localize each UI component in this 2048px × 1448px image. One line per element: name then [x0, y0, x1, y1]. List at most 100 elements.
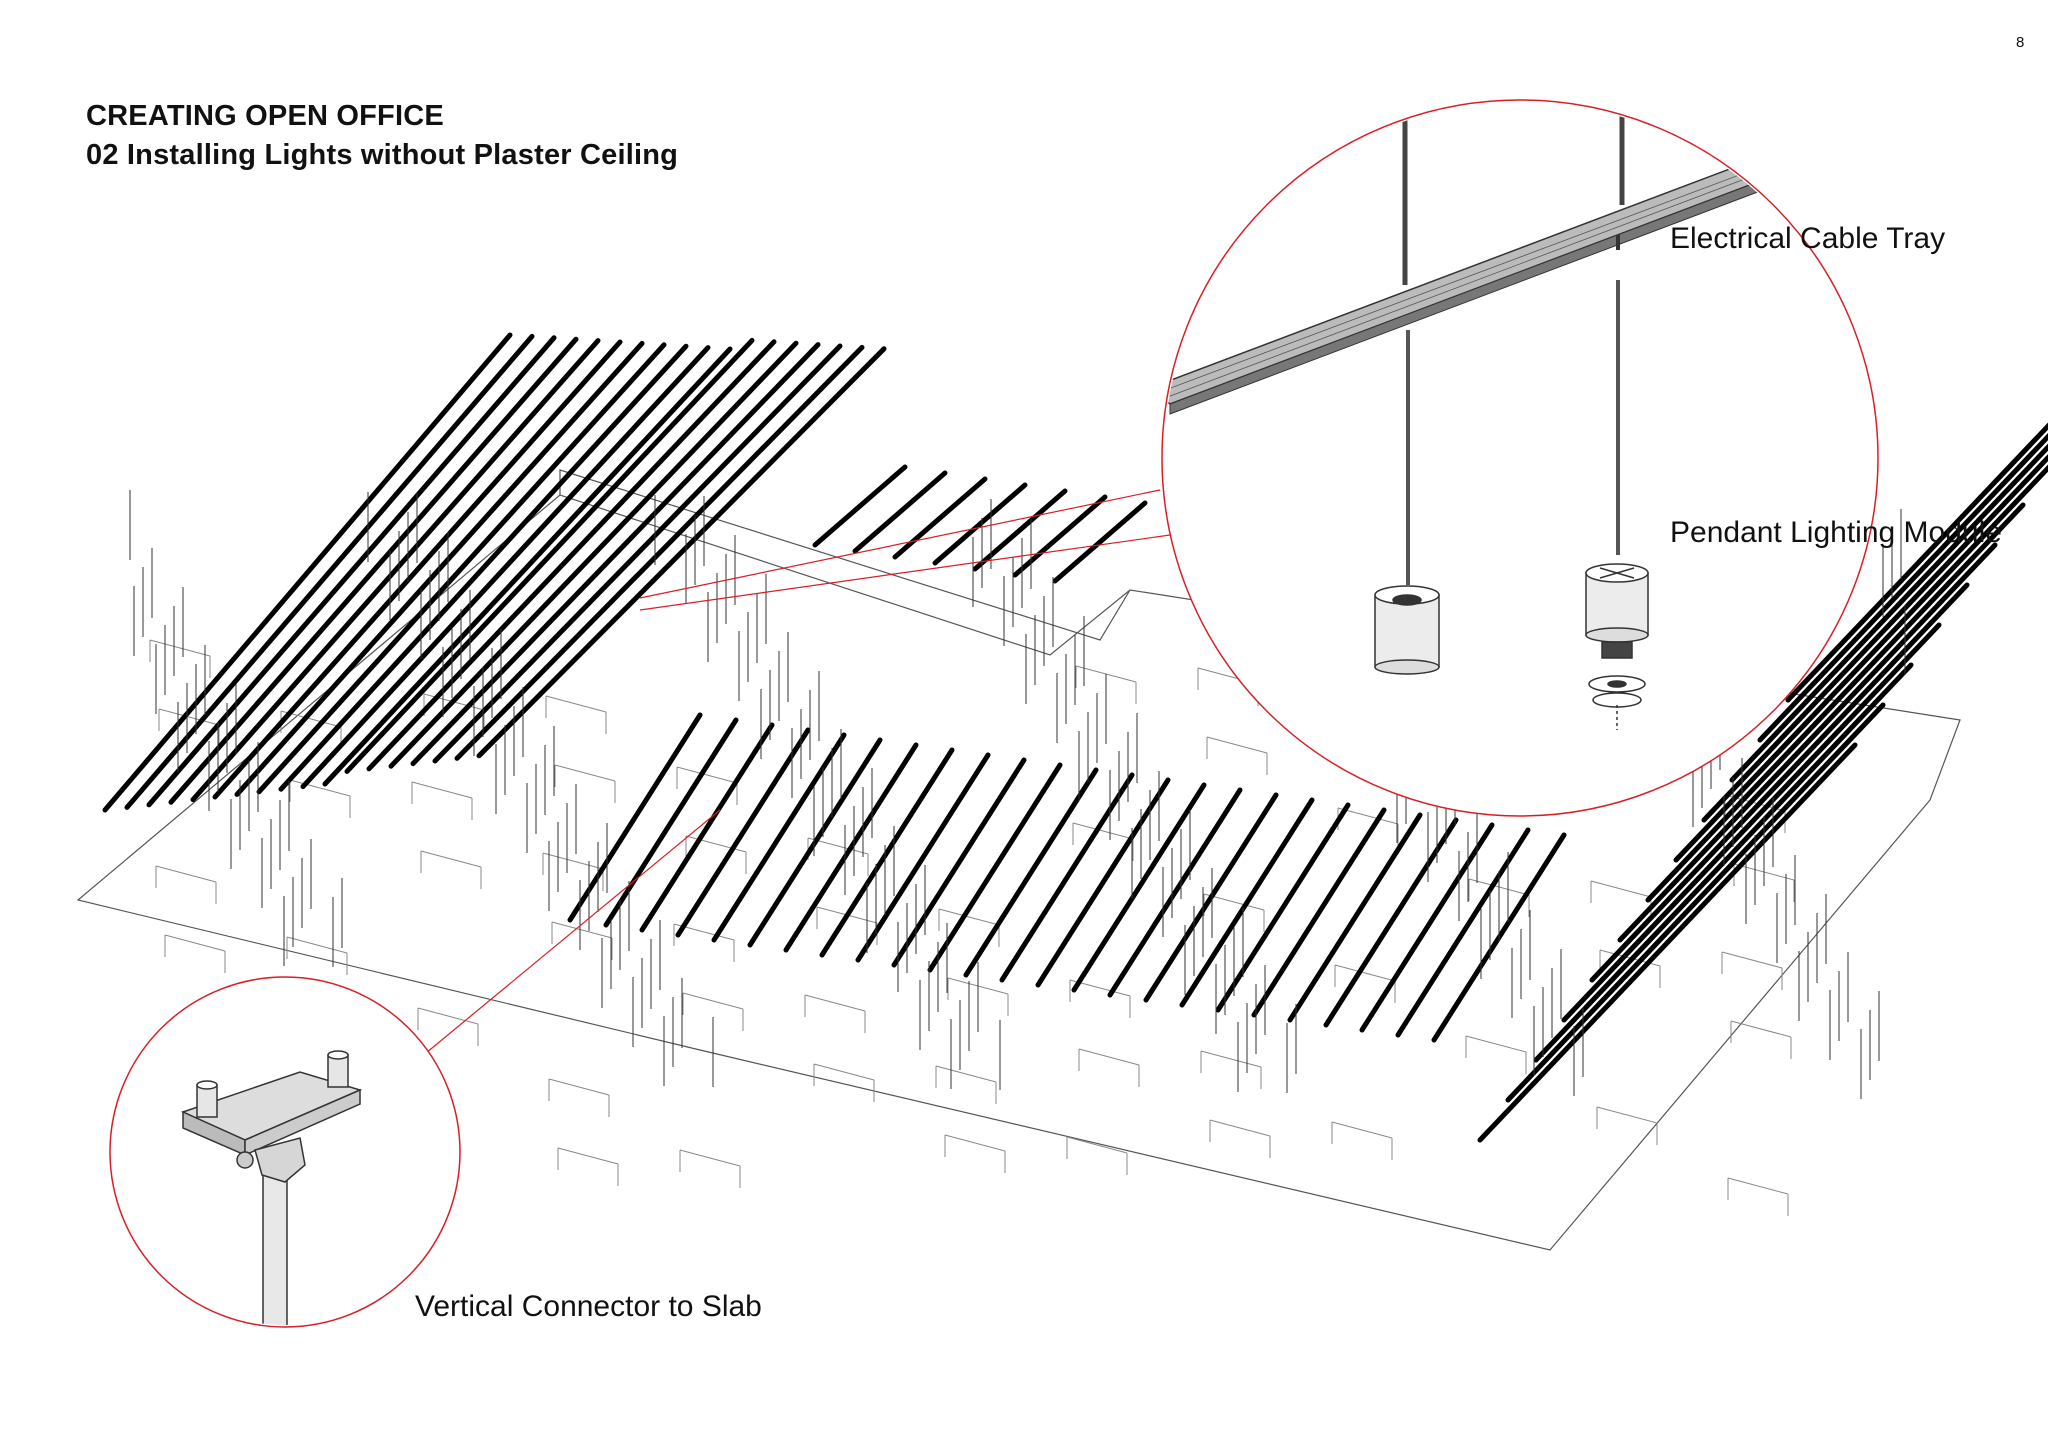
desk-edge — [1590, 880, 1652, 898]
light-rod — [1645, 502, 2026, 903]
desk-edge — [1078, 1048, 1140, 1066]
light-rod — [1323, 817, 1459, 1028]
light-rod — [1052, 500, 1148, 584]
light-rod — [1395, 827, 1531, 1038]
light-rod — [855, 752, 991, 963]
light-rod — [1701, 454, 2048, 823]
desk-edge — [554, 764, 616, 782]
desk-edge — [155, 865, 217, 883]
desk-edge — [551, 921, 613, 939]
page-title: CREATING OPEN OFFICE — [86, 100, 444, 132]
desk-edge — [411, 781, 473, 799]
light-rod — [932, 482, 1028, 566]
desk-edge — [1209, 1119, 1271, 1137]
light-rod — [1215, 802, 1351, 1013]
light-rod — [1561, 622, 1942, 1023]
page-subtitle: 02 Installing Lights without Plaster Cei… — [86, 139, 679, 171]
light-rod — [146, 335, 557, 808]
light-rod — [168, 336, 579, 805]
desk-edge — [1727, 1177, 1789, 1195]
callout-pendant-module: Pendant Lighting Module — [1670, 516, 2002, 549]
desk-edge — [1730, 1020, 1792, 1038]
desk-edge — [420, 850, 482, 868]
light-rod — [1035, 777, 1171, 988]
light-rod — [1179, 797, 1315, 1008]
light-rod — [454, 344, 865, 761]
leader-lines — [419, 489, 1171, 1059]
light-rod — [891, 757, 1027, 968]
light-rod — [1477, 742, 1858, 1143]
light-rod — [344, 337, 755, 774]
light-rod — [1287, 812, 1423, 1023]
light-rod — [1505, 702, 1886, 1103]
light-rod — [322, 346, 733, 787]
light-rod — [476, 346, 887, 759]
desk-edge — [1721, 951, 1783, 969]
desk-edge — [548, 1078, 610, 1096]
light-rod — [1359, 822, 1495, 1033]
callout-cable-tray: Electrical Cable Tray — [1670, 222, 1946, 255]
desk-edge — [545, 695, 607, 713]
light-rod — [410, 342, 821, 767]
light-rod — [639, 722, 775, 933]
light-rod — [190, 338, 601, 803]
light-rod — [927, 762, 1063, 973]
light-rod — [256, 342, 667, 795]
light-rod — [1012, 494, 1108, 578]
desk-edge — [542, 852, 604, 870]
desk-edge — [289, 779, 351, 797]
desk-edge — [1200, 1050, 1262, 1068]
desk-edge — [1206, 736, 1268, 754]
desk-edge — [804, 994, 866, 1012]
light-rod — [1071, 782, 1207, 993]
light-rod — [1673, 464, 2048, 863]
light-rod — [300, 345, 711, 790]
light-rod — [212, 339, 623, 800]
desk-edge — [1066, 1136, 1128, 1154]
light-rod — [747, 737, 883, 948]
desk-edge — [557, 1147, 619, 1165]
desk-edge — [935, 1065, 997, 1083]
light-rod — [711, 732, 847, 943]
desk-edge — [1337, 807, 1399, 825]
callout-vertical-connector: Vertical Connector to Slab — [415, 1290, 762, 1323]
light-rod — [1107, 787, 1243, 998]
desk-edge — [164, 934, 226, 952]
light-rod — [812, 464, 908, 548]
pendant-drops — [129, 490, 1906, 1099]
desk-edge — [286, 936, 348, 954]
light-rod — [892, 476, 988, 560]
light-rod — [102, 332, 513, 813]
light-rod — [1785, 422, 2048, 703]
desk-edge — [1072, 822, 1134, 840]
light-rod-grid — [102, 332, 2048, 1143]
detail-circle-connector — [109, 976, 461, 1328]
desk-edge — [679, 1149, 741, 1167]
light-rod — [1757, 433, 2048, 743]
light-rod — [675, 727, 811, 938]
desk-edge — [676, 766, 738, 784]
desk-edge — [1465, 1035, 1527, 1053]
desk-edge — [944, 1134, 1006, 1152]
light-rod — [963, 767, 1099, 978]
light-rod — [124, 333, 535, 810]
light-rod — [388, 340, 799, 769]
pendant-module-assembled — [1374, 585, 1440, 675]
light-rod — [783, 742, 919, 953]
desk-edge — [1596, 1106, 1658, 1124]
light-rod — [432, 343, 843, 764]
light-rod — [999, 772, 1135, 983]
light-rod — [819, 747, 955, 958]
light-rod — [1729, 443, 2048, 783]
desk-edge — [1331, 1121, 1393, 1139]
desk-edge — [685, 835, 747, 853]
desk-edge — [1334, 964, 1396, 982]
detail-circle-cable-tray — [1161, 99, 1879, 817]
desk-edge — [149, 639, 211, 657]
desk-edge — [682, 992, 744, 1010]
desk-edge — [158, 708, 220, 726]
light-rod — [852, 470, 948, 554]
light-rod — [972, 488, 1068, 572]
page-number: 8 — [2016, 34, 2025, 51]
light-rod — [567, 712, 703, 923]
